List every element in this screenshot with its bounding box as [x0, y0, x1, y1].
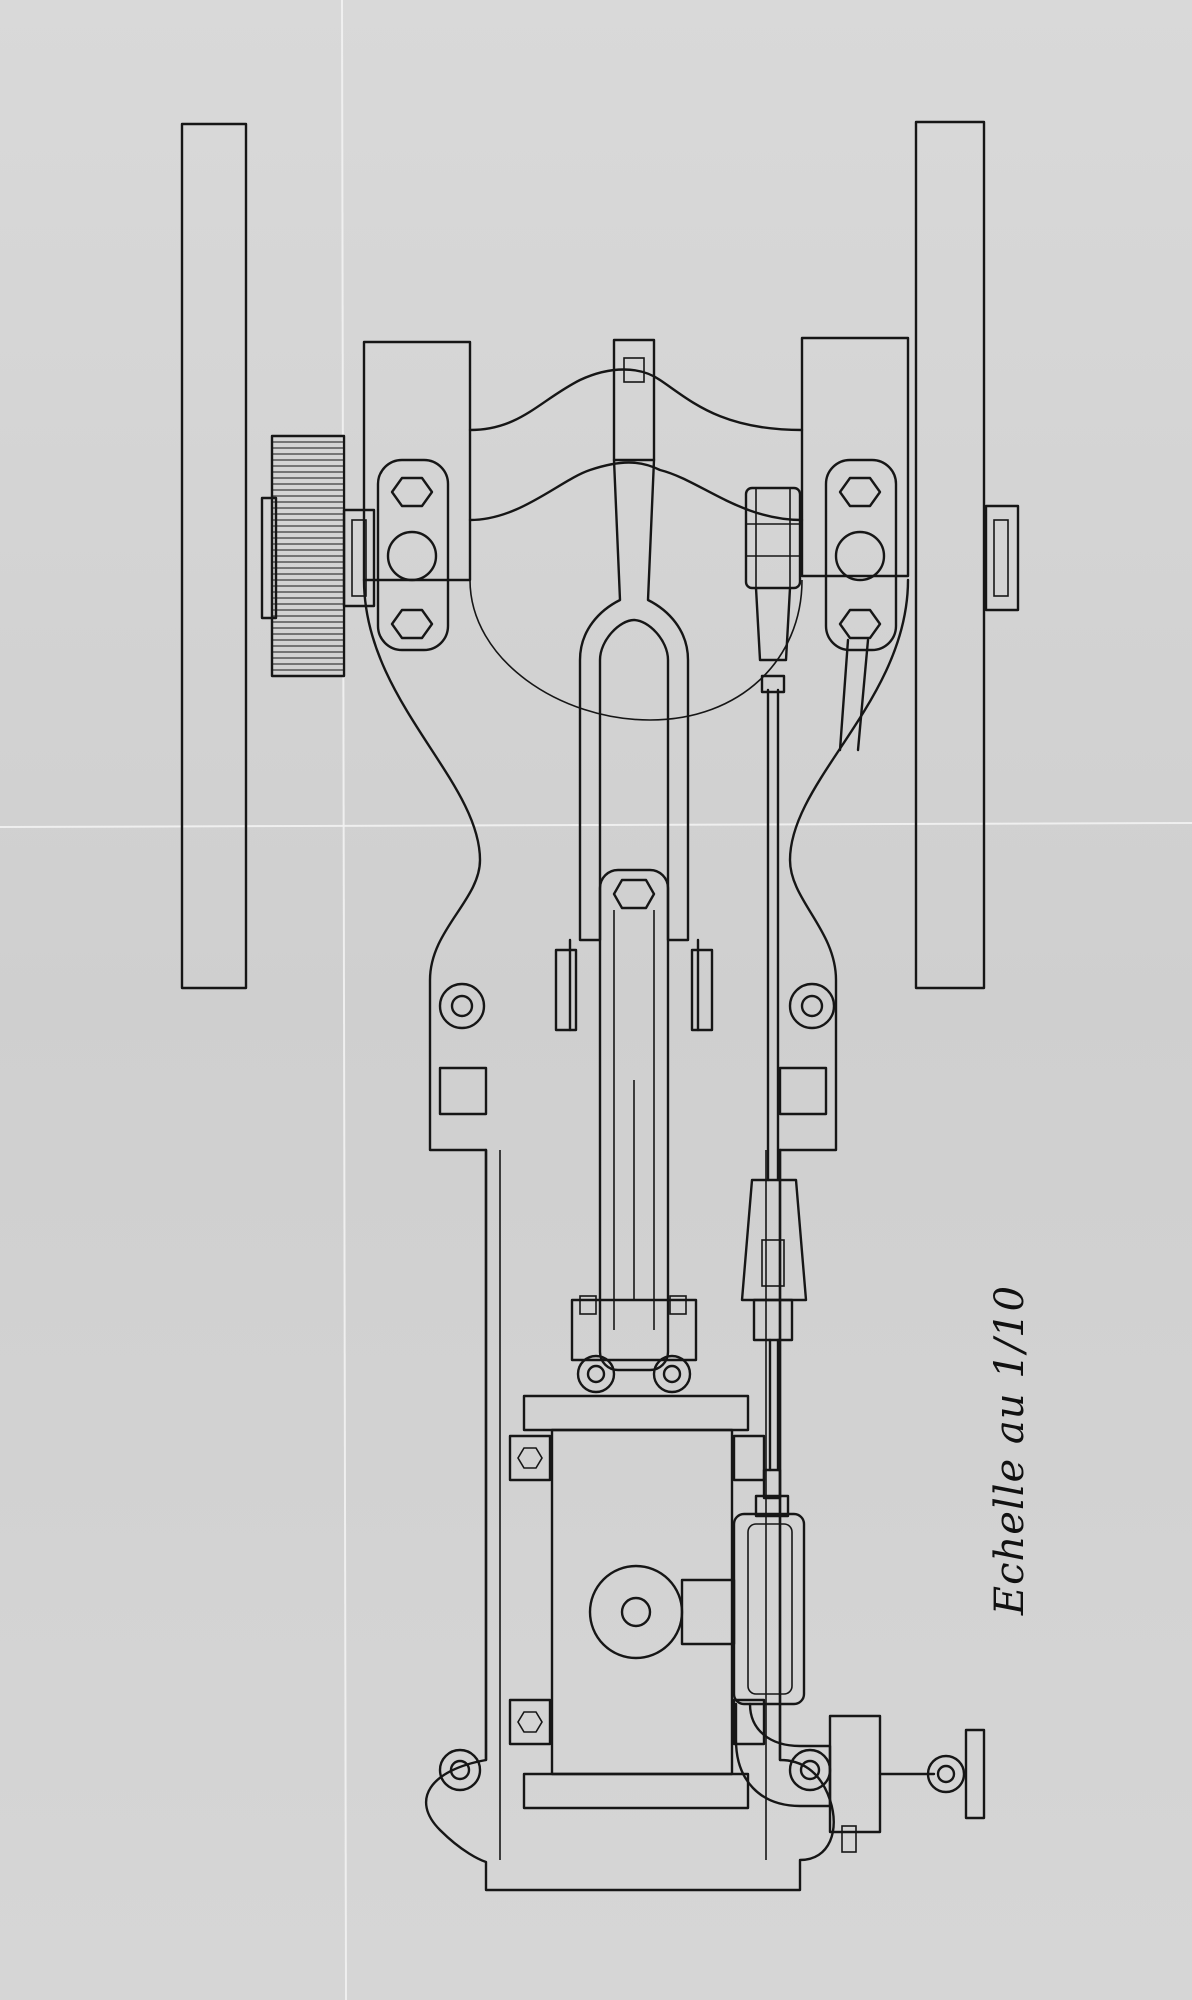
crank-and-connecting-rod	[554, 338, 714, 1372]
piston-rod-crosshead	[570, 1295, 698, 1394]
drive-gear	[260, 434, 376, 678]
steam-inlet-valve	[734, 1702, 986, 1853]
left-wheel	[180, 122, 248, 990]
right-wheel	[914, 120, 986, 990]
steam-cylinder	[508, 1394, 766, 1810]
eccentric-rod	[740, 674, 808, 1472]
scale-annotation: Echelle au 1/10	[987, 1284, 1033, 1616]
governor	[744, 486, 870, 752]
right-main-bearing	[824, 458, 898, 652]
left-main-bearing	[376, 458, 450, 652]
valve-chest	[732, 1468, 806, 1706]
engine-bed-frame	[362, 336, 910, 1892]
right-wheel-hub	[984, 504, 1020, 612]
